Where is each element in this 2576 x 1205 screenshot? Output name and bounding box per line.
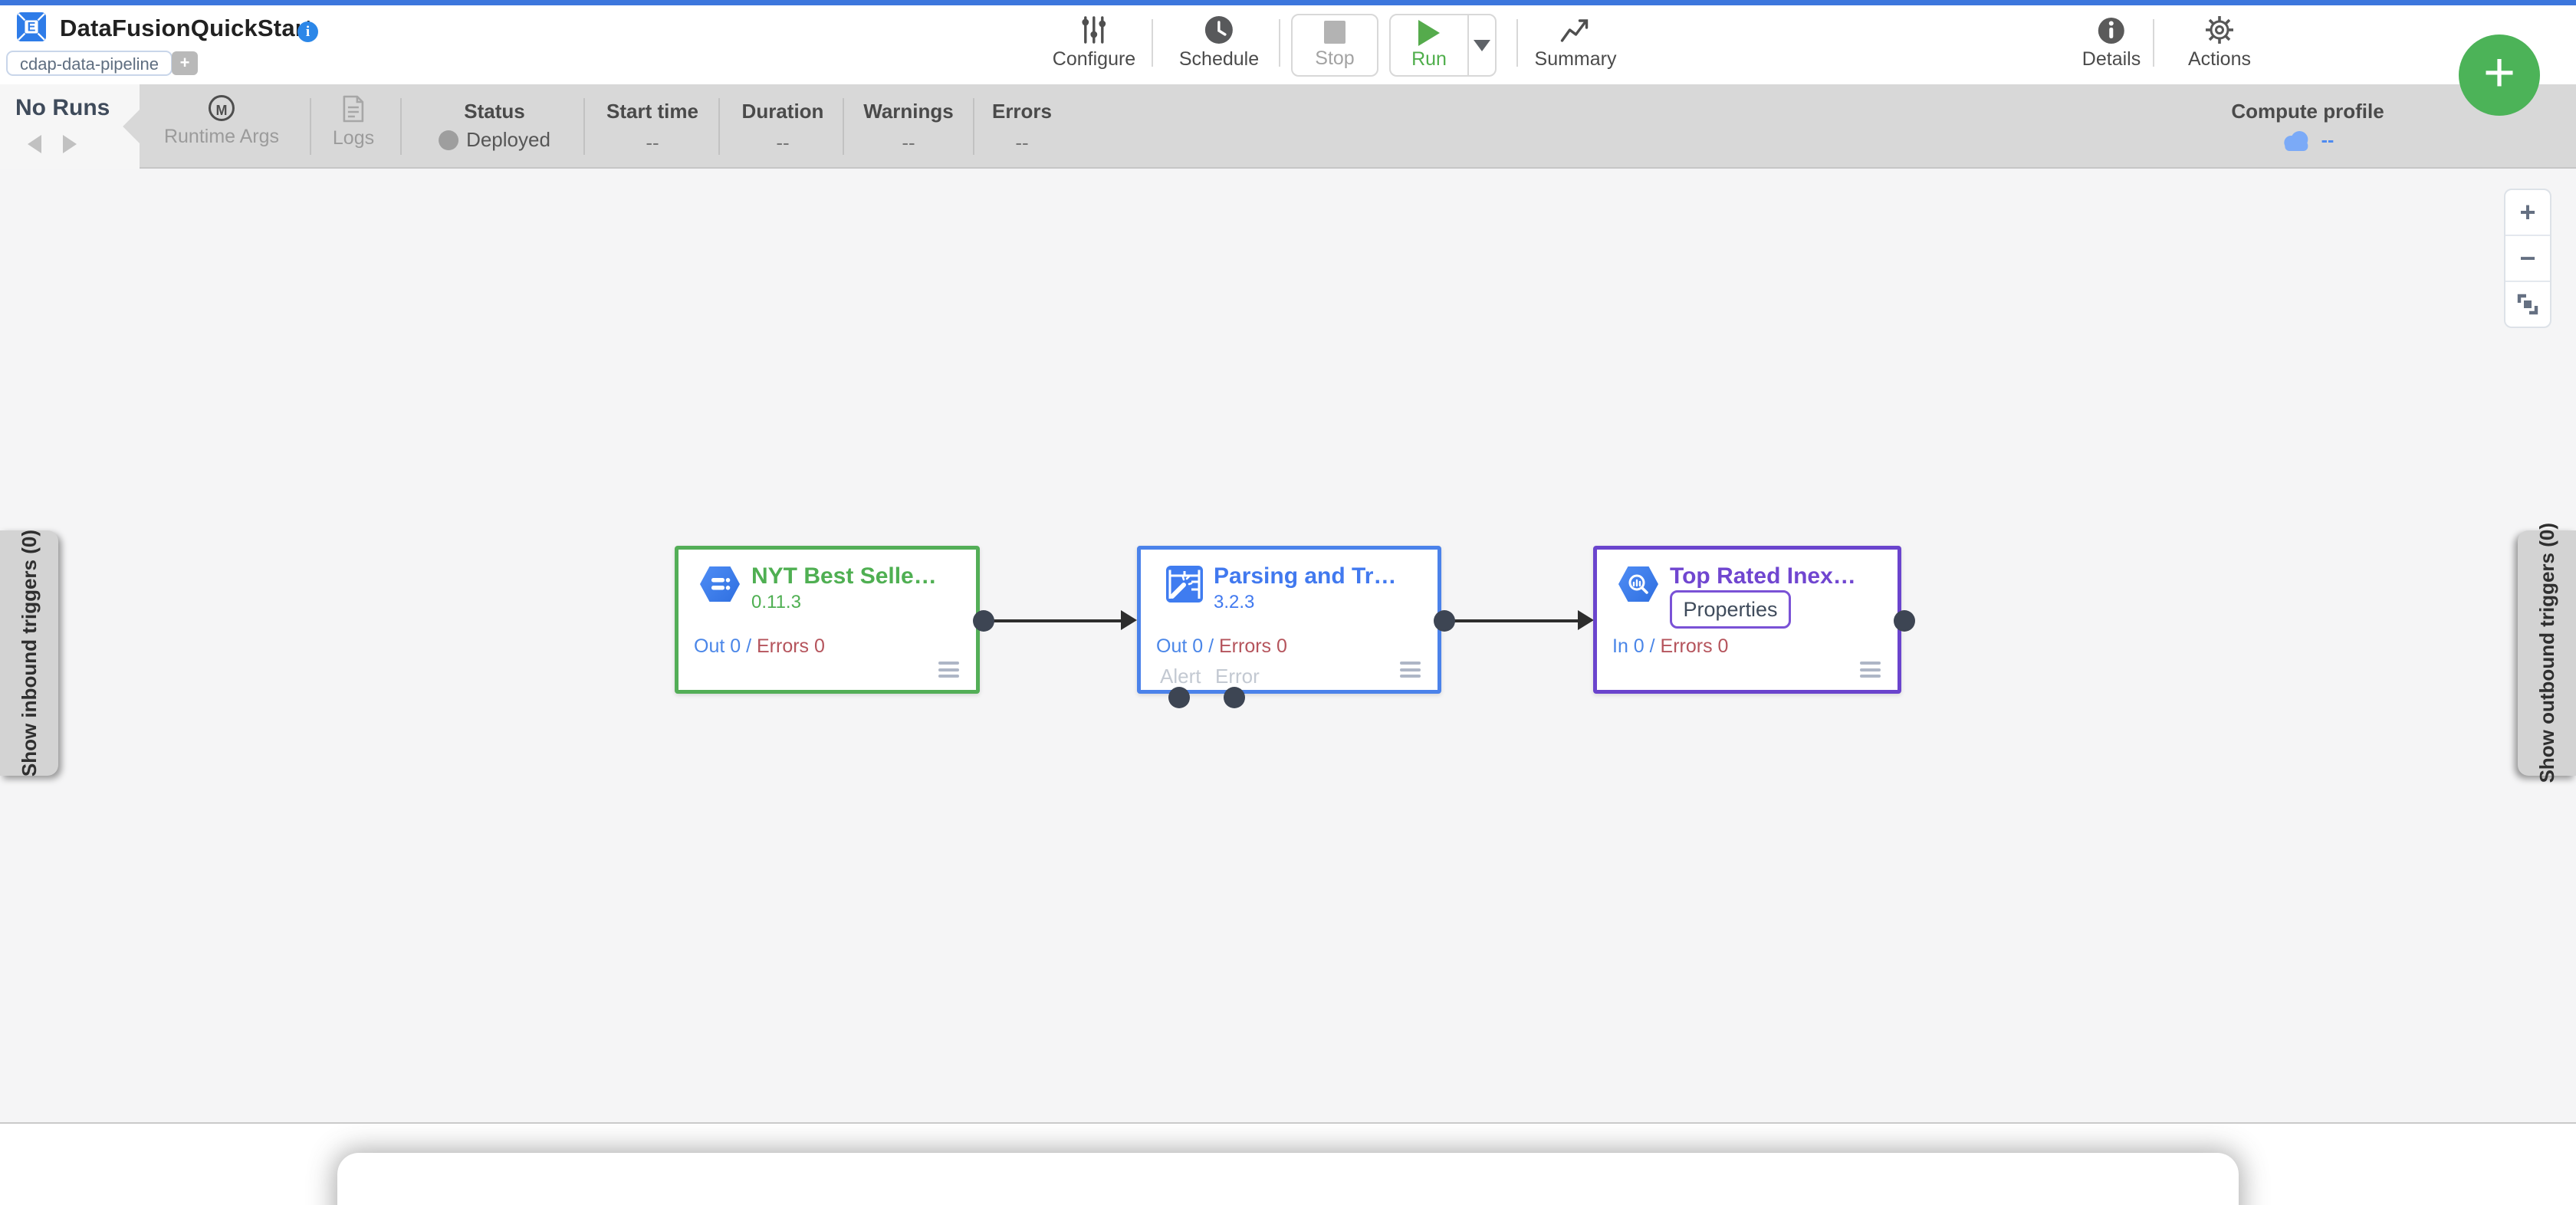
fit-to-screen-icon bbox=[2517, 294, 2538, 315]
no-runs-tab: No Runs bbox=[0, 84, 140, 169]
status-badge: Deployed bbox=[466, 128, 550, 151]
node-metrics: Out 0 / Errors 0 bbox=[694, 635, 825, 657]
statusbar-separator bbox=[973, 98, 974, 155]
statusbar-separator bbox=[310, 98, 311, 155]
configure-button[interactable]: Configure bbox=[1053, 13, 1135, 71]
status-dot-icon bbox=[439, 130, 459, 150]
chevron-down-icon bbox=[1474, 39, 1490, 51]
run-split-button: Run bbox=[1389, 14, 1497, 77]
statusbar-separator bbox=[583, 98, 585, 155]
storage-hexagon-icon bbox=[700, 566, 740, 602]
run-options-button[interactable] bbox=[1469, 15, 1495, 75]
start-time-column: Start time -- bbox=[606, 100, 698, 154]
toolbar-separator bbox=[2153, 19, 2154, 67]
error-port-label: Error bbox=[1215, 665, 1260, 688]
node-menu-button[interactable] bbox=[1860, 662, 1881, 678]
gear-icon bbox=[2204, 13, 2235, 45]
runtime-args-button[interactable]: M Runtime Args bbox=[164, 95, 279, 148]
node-menu-button[interactable] bbox=[938, 662, 959, 678]
node-title: Parsing and Tr… bbox=[1214, 563, 1397, 589]
toolbar-separator bbox=[1516, 19, 1518, 67]
output-port[interactable] bbox=[1434, 610, 1455, 632]
toolbar-separator bbox=[1152, 19, 1153, 67]
fit-to-screen-button[interactable] bbox=[2505, 281, 2550, 327]
node-title: NYT Best Selle… bbox=[751, 563, 937, 589]
configure-sliders-icon bbox=[1079, 13, 1109, 45]
top-accent-bar bbox=[0, 0, 2576, 5]
pipeline-type-tag: cdap-data-pipeline bbox=[6, 51, 173, 76]
info-circle-icon bbox=[2097, 13, 2126, 45]
statusbar-separator bbox=[400, 98, 402, 155]
create-pipeline-fab-button[interactable]: + bbox=[2459, 34, 2540, 116]
node-title: Top Rated Inex… bbox=[1670, 563, 1856, 589]
node-sink[interactable]: Top Rated Inex… Properties In 0 / Errors… bbox=[1593, 546, 1901, 694]
stop-square-icon bbox=[1324, 21, 1346, 44]
plus-icon: + bbox=[2482, 42, 2516, 103]
svg-text:E: E bbox=[28, 21, 36, 34]
play-icon bbox=[1418, 20, 1440, 46]
alert-port-label: Alert bbox=[1160, 665, 1201, 688]
node-metrics: In 0 / Errors 0 bbox=[1612, 635, 1729, 657]
no-runs-label: No Runs bbox=[15, 95, 110, 120]
node-menu-button[interactable] bbox=[1400, 662, 1421, 678]
summary-button[interactable]: Summary bbox=[1535, 13, 1616, 71]
output-port[interactable] bbox=[1894, 610, 1915, 632]
bottom-strip bbox=[0, 1122, 2576, 1205]
add-tag-button[interactable]: + bbox=[172, 51, 198, 75]
macro-m-icon: M bbox=[209, 95, 235, 121]
warnings-column: Warnings -- bbox=[863, 100, 954, 154]
header: E DataFusionQuickStart i cdap-data-pipel… bbox=[0, 5, 2576, 84]
clock-icon bbox=[1204, 13, 1234, 45]
document-icon bbox=[343, 95, 364, 123]
node-version: 0.11.3 bbox=[751, 592, 801, 612]
node-transform[interactable]: Parsing and Tr… 3.2.3 Out 0 / Errors 0 A… bbox=[1137, 546, 1441, 694]
connection-arrowhead-icon bbox=[1121, 610, 1137, 630]
properties-button[interactable]: Properties bbox=[1670, 590, 1791, 629]
toolbar-separator bbox=[1279, 19, 1280, 67]
connection-wire bbox=[994, 619, 1121, 622]
zoom-in-button[interactable]: + bbox=[2519, 196, 2536, 228]
run-button[interactable]: Run bbox=[1391, 15, 1467, 75]
wrangler-icon bbox=[1165, 565, 1204, 607]
node-metrics: Out 0 / Errors 0 bbox=[1156, 635, 1287, 657]
errors-column: Errors -- bbox=[991, 100, 1053, 154]
chart-line-icon bbox=[1560, 13, 1591, 45]
node-version: 3.2.3 bbox=[1214, 592, 1255, 612]
schedule-button[interactable]: Schedule bbox=[1179, 13, 1259, 71]
statusbar-separator bbox=[718, 98, 720, 155]
cloud-icon bbox=[2284, 130, 2308, 151]
duration-column: Duration -- bbox=[741, 100, 824, 154]
next-run-arrow-icon[interactable] bbox=[63, 135, 77, 153]
bigquery-hexagon-icon bbox=[1618, 566, 1658, 602]
pipeline-info-icon[interactable]: i bbox=[297, 21, 318, 42]
bottom-panel-shadow bbox=[337, 1153, 2239, 1205]
statusbar-separator bbox=[843, 98, 844, 155]
logs-button[interactable]: Logs bbox=[333, 95, 374, 149]
run-button-divider bbox=[1467, 15, 1469, 75]
compute-profile-value: -- bbox=[2321, 130, 2334, 151]
zoom-out-button[interactable]: − bbox=[2505, 235, 2550, 281]
stop-button[interactable]: Stop bbox=[1291, 14, 1378, 77]
error-port[interactable] bbox=[1224, 687, 1245, 708]
connection-arrowhead-icon bbox=[1578, 610, 1594, 630]
node-source[interactable]: NYT Best Selle… 0.11.3 Out 0 / Errors 0 bbox=[675, 546, 980, 694]
cdap-logo-icon: E bbox=[17, 12, 46, 41]
actions-button[interactable]: Actions bbox=[2188, 13, 2251, 71]
run-status-bar: No Runs M Runtime Args Logs Status bbox=[0, 84, 2576, 169]
page-title: DataFusionQuickStart bbox=[60, 15, 313, 41]
status-column: Status Deployed bbox=[439, 100, 550, 152]
compute-profile: Compute profile -- bbox=[2231, 100, 2384, 151]
previous-run-arrow-icon[interactable] bbox=[28, 135, 41, 153]
canvas-zoom-controls: + − bbox=[2504, 189, 2551, 328]
alert-port[interactable] bbox=[1168, 687, 1190, 708]
details-button[interactable]: Details bbox=[2082, 13, 2141, 71]
connection-wire bbox=[1454, 619, 1578, 622]
show-inbound-triggers-tab[interactable]: Show inbound triggers (0) bbox=[0, 530, 58, 777]
show-outbound-triggers-tab[interactable]: Show outbound triggers (0) bbox=[2518, 523, 2576, 783]
output-port[interactable] bbox=[973, 610, 994, 632]
